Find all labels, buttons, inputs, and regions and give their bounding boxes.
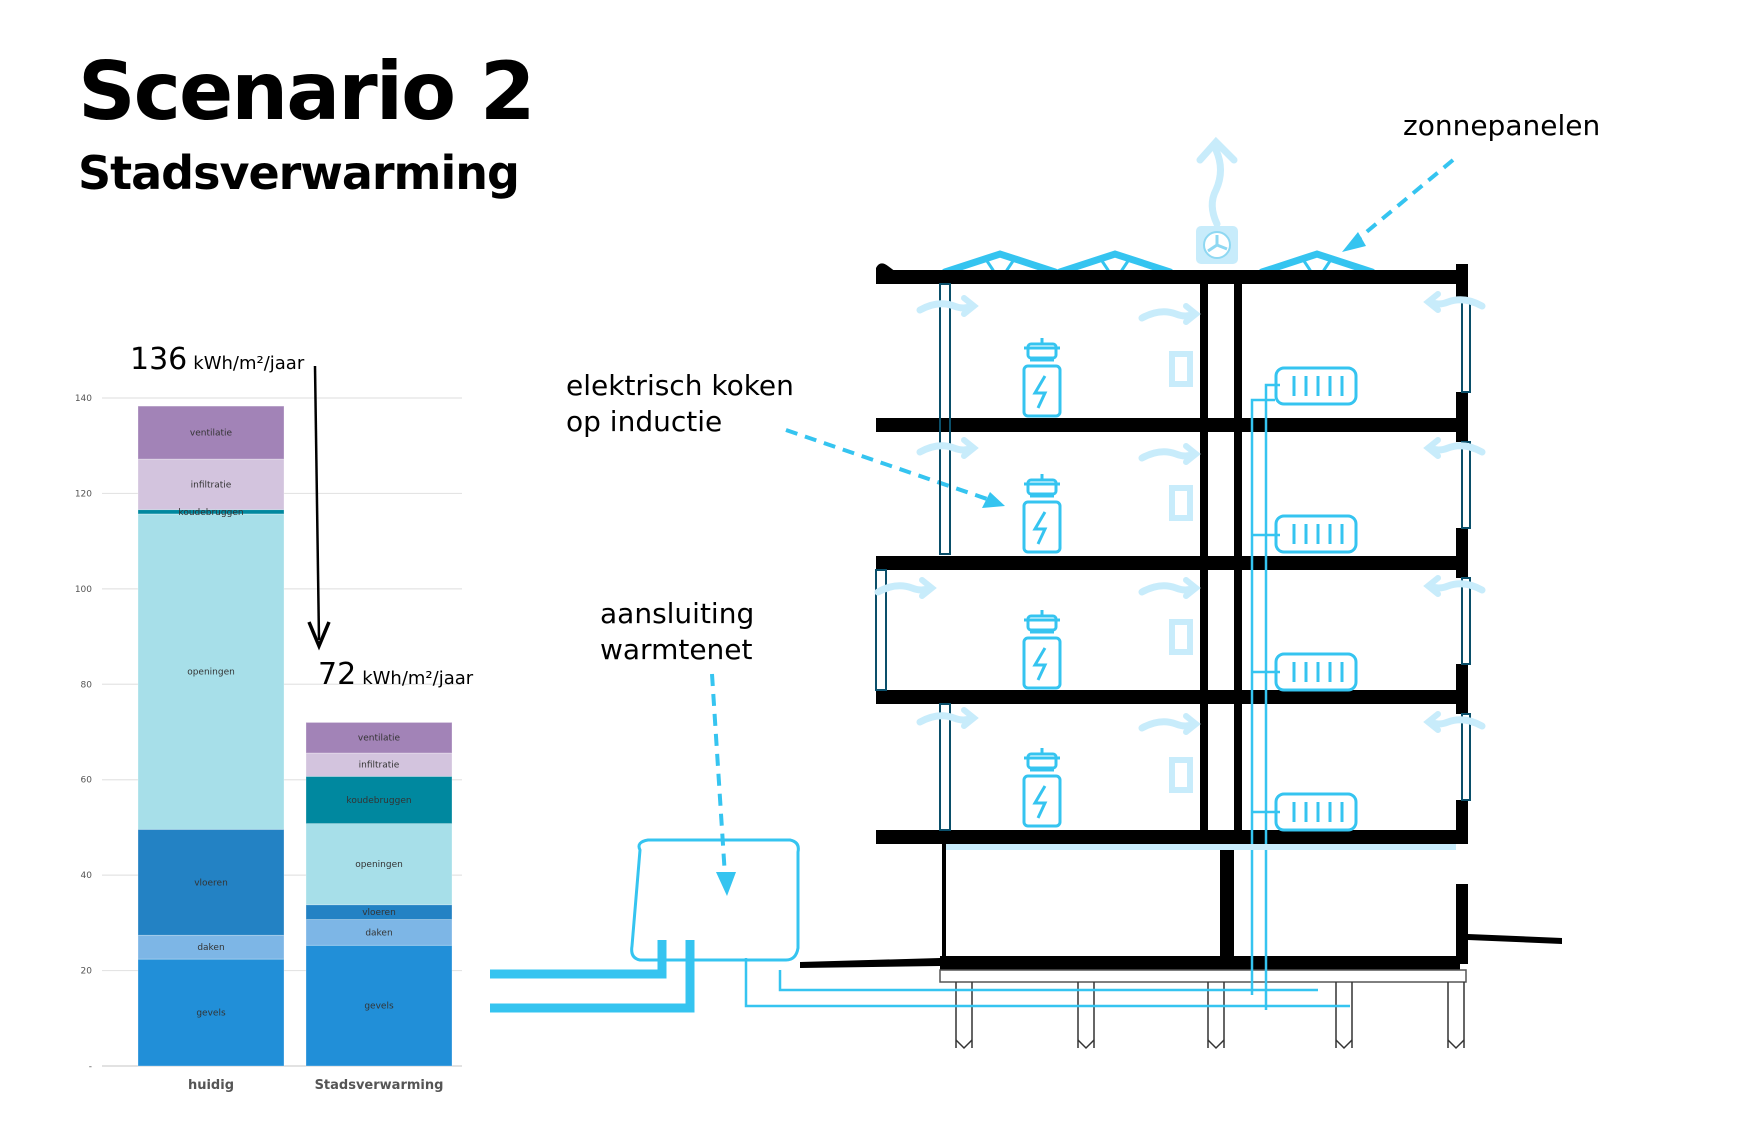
label-heatnet-line1: aansluiting xyxy=(600,597,755,630)
total-scenario-value: 72 xyxy=(318,657,357,692)
label-cooking: elektrisch koken op inductie xyxy=(566,368,794,440)
heat-exchanger-box xyxy=(630,838,800,962)
segment-label-koudebruggen: koudebruggen xyxy=(178,508,243,518)
total-current-unit: kWh/m²/jaar xyxy=(193,353,305,374)
segment-label-openingen: openingen xyxy=(187,668,235,678)
heating-pipes xyxy=(744,383,1350,1010)
segment-label-vloeren: vloeren xyxy=(194,878,228,888)
energy-stacked-bar-chart: - 20 40 60 80 100 120 140 gevels daken vloeren open… xyxy=(75,365,462,1093)
foundation-piles xyxy=(955,981,1465,1049)
annotation-arrow-heads xyxy=(716,232,1366,896)
segment-label-daken: daken xyxy=(365,928,392,938)
bar-segment-openingen xyxy=(137,513,285,830)
reduction-arrow-line xyxy=(313,365,321,641)
bar-segment-ventilatie xyxy=(137,405,285,460)
bar-segment-daken xyxy=(305,919,453,946)
annotation-arrows xyxy=(710,158,1455,877)
label-heatnet: aansluiting warmtenet xyxy=(600,596,754,668)
building-structure xyxy=(800,263,1562,970)
segment-label-gevels: gevels xyxy=(364,1002,394,1012)
y-tick-label: 20 xyxy=(81,967,93,977)
bar-segment-vloeren xyxy=(137,828,285,936)
segment-label-koudebruggen: koudebruggen xyxy=(346,796,411,806)
induction-cooker-icons xyxy=(1022,336,1062,828)
segment-label-openingen: openingen xyxy=(355,860,403,870)
radiator-icons xyxy=(1274,366,1358,832)
segment-label-vloeren: vloeren xyxy=(362,908,396,918)
segment-label-ventilatie: ventilatie xyxy=(358,734,401,744)
facade-windows xyxy=(875,283,1471,831)
bar-segment-infiltratie xyxy=(137,458,285,511)
reduction-arrow-head xyxy=(307,621,331,651)
x-tick-label: Stadsverwarming xyxy=(315,1078,444,1093)
y-tick-label: 140 xyxy=(75,394,92,404)
total-current-value: 136 xyxy=(130,342,188,377)
bar-segment-openingen xyxy=(305,823,453,906)
district-heating-mains xyxy=(490,940,695,1013)
x-tick-label: huidig xyxy=(188,1078,234,1093)
y-tick-label: 80 xyxy=(81,680,93,690)
y-tick-label: 40 xyxy=(81,871,93,881)
label-zonnepanelen: zonnepanelen xyxy=(1403,109,1601,142)
bar-segment-ventilatie xyxy=(305,722,453,754)
y-tick-label: 120 xyxy=(75,489,92,499)
segment-label-infiltratie: infiltratie xyxy=(191,480,232,490)
segment-label-gevels: gevels xyxy=(196,1009,226,1019)
ventilation-unit-icon xyxy=(1196,136,1238,264)
label-cooking-line1: elektrisch koken xyxy=(566,369,794,402)
bar-segment-gevels xyxy=(137,958,285,1067)
solar-panels xyxy=(941,250,1376,276)
label-cooking-line2: op inductie xyxy=(566,405,723,438)
segment-label-daken: daken xyxy=(197,943,224,953)
page-subtitle: Stadsverwarming xyxy=(78,146,520,200)
page-title: Scenario 2 xyxy=(78,45,536,138)
y-tick-label: - xyxy=(89,1062,92,1072)
chart-labels: - 20 40 60 80 100 120 140 gevels daken vloeren open… xyxy=(75,394,444,1093)
foundation-slab xyxy=(939,969,1467,983)
airflow-arrows xyxy=(878,294,1482,850)
label-heatnet-line2: warmtenet xyxy=(600,633,753,666)
bar-segment-gevels xyxy=(305,944,453,1067)
chart-bars xyxy=(137,405,453,1067)
segment-label-infiltratie: infiltratie xyxy=(359,761,400,771)
segment-label-ventilatie: ventilatie xyxy=(190,429,233,439)
y-tick-label: 60 xyxy=(81,776,93,786)
y-tick-label: 100 xyxy=(75,585,92,595)
total-scenario-unit: kWh/m²/jaar xyxy=(362,668,474,689)
